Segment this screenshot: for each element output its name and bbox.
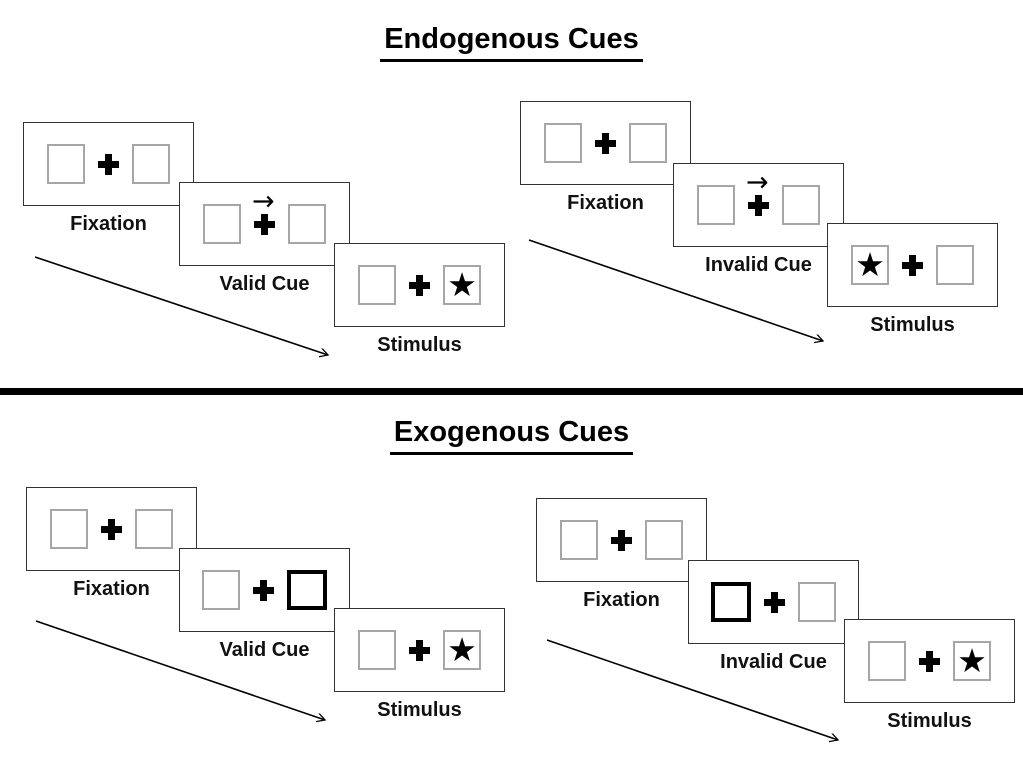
- fixation-area: [764, 591, 785, 613]
- right-box: ★: [953, 641, 991, 681]
- panel-label: Fixation: [583, 589, 660, 611]
- screen-frame: →: [179, 182, 350, 266]
- left-box: [868, 641, 906, 681]
- panel-stimulus: ★ Stimulus: [334, 608, 505, 722]
- left-box: ★: [851, 245, 889, 285]
- screen-frame: [536, 498, 707, 582]
- fixation-cross-icon: [595, 132, 616, 154]
- screen-frame: ★: [334, 608, 505, 692]
- star-icon: ★: [447, 264, 477, 304]
- left-box: [50, 509, 88, 549]
- right-box: [782, 185, 820, 225]
- left-box: [697, 185, 735, 225]
- panel-label: Fixation: [567, 192, 644, 214]
- left-box: [544, 123, 582, 163]
- star-icon: ★: [855, 244, 885, 284]
- left-box-highlighted: [711, 582, 751, 622]
- panel-valid-cue: Valid Cue: [179, 548, 350, 662]
- right-box: ★: [443, 265, 481, 305]
- left-box: [560, 520, 598, 560]
- fixation-area: [595, 132, 616, 154]
- screen-frame: [520, 101, 691, 185]
- right-box: [135, 509, 173, 549]
- fixation-cross-icon: [611, 529, 632, 551]
- panel-label: Valid Cue: [219, 639, 310, 661]
- right-box: [798, 582, 836, 622]
- panel-label: Fixation: [73, 578, 150, 600]
- panel-label: Stimulus: [887, 710, 972, 732]
- left-box: [358, 630, 396, 670]
- panel-stimulus: ★ Stimulus: [844, 619, 1015, 733]
- screen-frame: [23, 122, 194, 206]
- right-box: ★: [443, 630, 481, 670]
- fixation-cross-icon: [98, 153, 119, 175]
- panel-label: Invalid Cue: [720, 651, 827, 673]
- left-box: [202, 570, 240, 610]
- fixation-area: [409, 274, 430, 296]
- panel-stimulus: ★ Stimulus: [334, 243, 505, 357]
- fixation-cross-icon: [748, 194, 769, 216]
- panel-fixation: Fixation: [536, 498, 707, 612]
- panel-fixation: Fixation: [26, 487, 197, 601]
- section-divider: [0, 388, 1023, 395]
- panel-fixation: Fixation: [23, 122, 194, 236]
- screen-frame: ★: [844, 619, 1015, 703]
- panel-label: Stimulus: [377, 334, 462, 356]
- right-box: [629, 123, 667, 163]
- fixation-area: [98, 153, 119, 175]
- fixation-cross-icon: [253, 579, 274, 601]
- section-title-exogenous: Exogenous Cues: [0, 416, 1023, 455]
- fixation-cross-icon: [902, 254, 923, 276]
- section-title-text: Endogenous Cues: [380, 23, 643, 62]
- panel-invalid-cue: → Invalid Cue: [673, 163, 844, 277]
- cue-arrow-icon: →: [252, 185, 275, 217]
- panel-stimulus: ★ Stimulus: [827, 223, 998, 337]
- fixation-area: [253, 579, 274, 601]
- screen-frame: ★: [334, 243, 505, 327]
- panel-label: Valid Cue: [219, 273, 310, 295]
- panel-valid-cue: → Valid Cue: [179, 182, 350, 296]
- left-box: [47, 144, 85, 184]
- panel-invalid-cue: Invalid Cue: [688, 560, 859, 674]
- screen-frame: ★: [827, 223, 998, 307]
- section-title-text: Exogenous Cues: [389, 416, 634, 455]
- screen-frame: [688, 560, 859, 644]
- fixation-area: [919, 650, 940, 672]
- fixation-cross-icon: [919, 650, 940, 672]
- left-box: [203, 204, 241, 244]
- panel-fixation: Fixation: [520, 101, 691, 215]
- fixation-area: [101, 518, 122, 540]
- right-box: [936, 245, 974, 285]
- fixation-cross-icon: [101, 518, 122, 540]
- screen-frame: →: [673, 163, 844, 247]
- star-icon: ★: [447, 629, 477, 669]
- fixation-area: [409, 639, 430, 661]
- right-box: [645, 520, 683, 560]
- panel-label: Stimulus: [870, 314, 955, 336]
- cue-arrow-icon: →: [746, 166, 769, 198]
- fixation-area: [902, 254, 923, 276]
- section-title-endogenous: Endogenous Cues: [0, 23, 1023, 62]
- fixation-area: →: [252, 188, 275, 235]
- right-box-highlighted: [287, 570, 327, 610]
- fixation-cross-icon: [254, 213, 275, 235]
- fixation-cross-icon: [409, 639, 430, 661]
- panel-label: Fixation: [70, 213, 147, 235]
- panel-label: Stimulus: [377, 699, 462, 721]
- screen-frame: [26, 487, 197, 571]
- star-icon: ★: [957, 640, 987, 680]
- screen-frame: [179, 548, 350, 632]
- fixation-area: →: [746, 169, 769, 216]
- right-box: [288, 204, 326, 244]
- fixation-cross-icon: [764, 591, 785, 613]
- right-box: [132, 144, 170, 184]
- panel-label: Invalid Cue: [705, 254, 812, 276]
- fixation-area: [611, 529, 632, 551]
- left-box: [358, 265, 396, 305]
- fixation-cross-icon: [409, 274, 430, 296]
